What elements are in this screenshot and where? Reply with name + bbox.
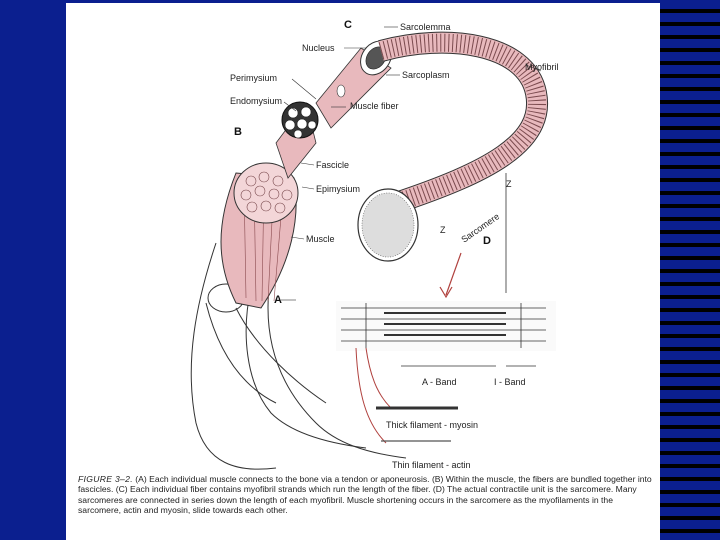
label-muscle-fiber: Muscle fiber — [350, 101, 399, 111]
sarcomere-detail — [336, 173, 556, 444]
label-z-lower: Z — [440, 225, 446, 235]
figure-panel: C B A D Sarcolemma Nucleus Perimysium En… — [66, 3, 660, 540]
label-endomysium: Endomysium — [230, 96, 282, 106]
myofibril — [357, 31, 549, 262]
muscle-anatomy-diagram: C B A D Sarcolemma Nucleus Perimysium En… — [190, 19, 559, 470]
label-sarcoplasm: Sarcoplasm — [402, 70, 450, 80]
label-z-upper: Z — [506, 179, 512, 189]
slide-stripe-decoration — [660, 0, 720, 540]
label-sarcomere: Sarcomere — [459, 211, 501, 244]
panel-letter-d: D — [483, 235, 491, 247]
panel-letter-b: B — [234, 126, 242, 138]
label-muscle: Muscle — [306, 234, 335, 244]
figure-caption-text: (A) Each individual muscle connects to t… — [78, 474, 652, 516]
label-thick-filament: Thick filament - myosin — [386, 420, 478, 430]
label-sarcolemma: Sarcolemma — [400, 22, 451, 32]
fascicle — [275, 101, 319, 179]
label-a-band: A - Band — [422, 377, 457, 387]
panel-letter-c: C — [344, 19, 352, 31]
label-i-band: I - Band — [494, 377, 526, 387]
figure-number: FIGURE 3–2. — [78, 474, 133, 484]
muscle-belly — [220, 162, 299, 309]
label-fascicle: Fascicle — [316, 160, 349, 170]
figure-caption: FIGURE 3–2. (A) Each individual muscle c… — [78, 474, 653, 516]
leader-lines — [281, 26, 542, 301]
label-epimysium: Epimysium — [316, 184, 360, 194]
label-thin-filament: Thin filament - actin — [392, 460, 471, 470]
label-perimysium: Perimysium — [230, 73, 277, 83]
slide-background-left — [0, 0, 66, 540]
arm-outline — [190, 242, 407, 470]
panel-letter-a: A — [274, 294, 282, 306]
label-myofibril: Myofibril — [525, 62, 559, 72]
label-nucleus: Nucleus — [302, 43, 335, 53]
